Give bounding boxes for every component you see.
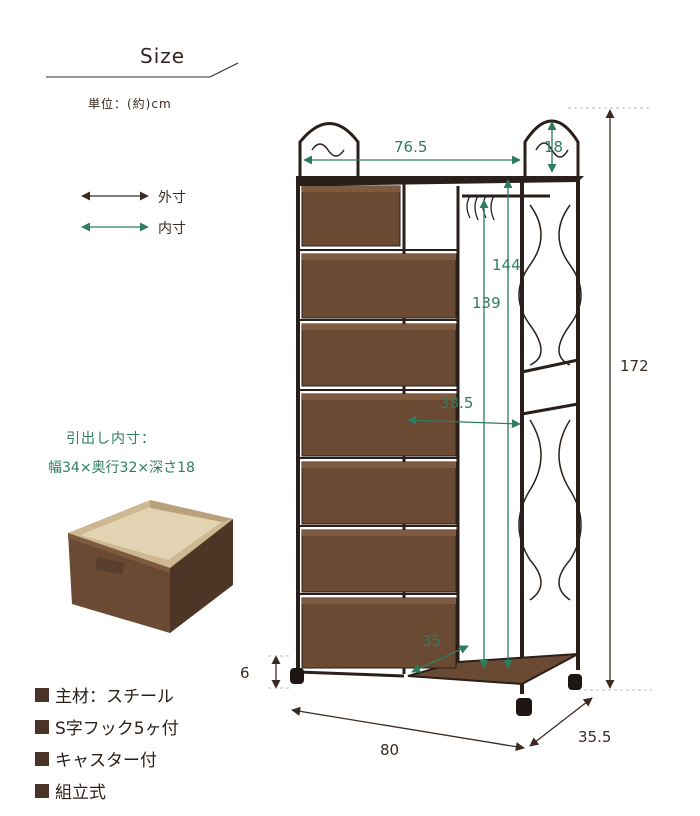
label-arch-height: 18: [544, 138, 563, 156]
spec-item: キャスター付: [35, 746, 157, 771]
spec-text: S字フック5ヶ付: [55, 719, 179, 739]
drawer-inner-dims: 幅34×奥行32×深さ18: [48, 460, 195, 476]
label-hang-width: 38.5: [440, 394, 473, 412]
outer-dimensions: [268, 107, 652, 752]
drawer-box-illustration: [68, 500, 233, 633]
drawer-inner-title: 引出し内寸：: [66, 431, 156, 447]
label-caster-height: 6: [240, 664, 250, 682]
dim-line-width: [291, 706, 525, 752]
label-depth: 35.5: [578, 728, 611, 746]
label-hang-depth: 35: [422, 632, 441, 650]
dim-line-hang-depth: [411, 645, 469, 673]
dim-line-depth: [529, 697, 593, 747]
rack-frame: [290, 119, 584, 716]
spec-text: 組立式: [55, 783, 106, 803]
label-hang-144: 144: [492, 256, 521, 274]
inner-dimensions: [303, 121, 557, 673]
bullet-square-icon: [35, 687, 49, 702]
spec-item: S字フック5ヶ付: [35, 714, 179, 739]
bullet-square-icon: [35, 751, 49, 766]
label-width: 80: [380, 741, 399, 759]
page-title: Size: [140, 44, 186, 68]
legend-outer-label: 外寸: [158, 190, 186, 206]
label-inner-width: 76.5: [394, 138, 427, 156]
spec-item: 主材：スチール: [35, 682, 174, 707]
title-underline: [46, 62, 239, 78]
bullet-square-icon: [35, 783, 49, 798]
spec-item: 組立式: [35, 778, 106, 803]
bullet-square-icon: [35, 719, 49, 734]
label-hang-139: 139: [472, 294, 501, 312]
unit-label: 単位：(約)cm: [88, 97, 172, 111]
dim-line-hang-width: [407, 415, 521, 429]
drawer-stack: [298, 185, 458, 669]
spec-text: キャスター付: [55, 751, 157, 771]
legend-inner-label: 内寸: [158, 221, 186, 237]
spec-text: 主材：スチール: [55, 687, 174, 707]
label-total-height: 172: [620, 357, 649, 375]
